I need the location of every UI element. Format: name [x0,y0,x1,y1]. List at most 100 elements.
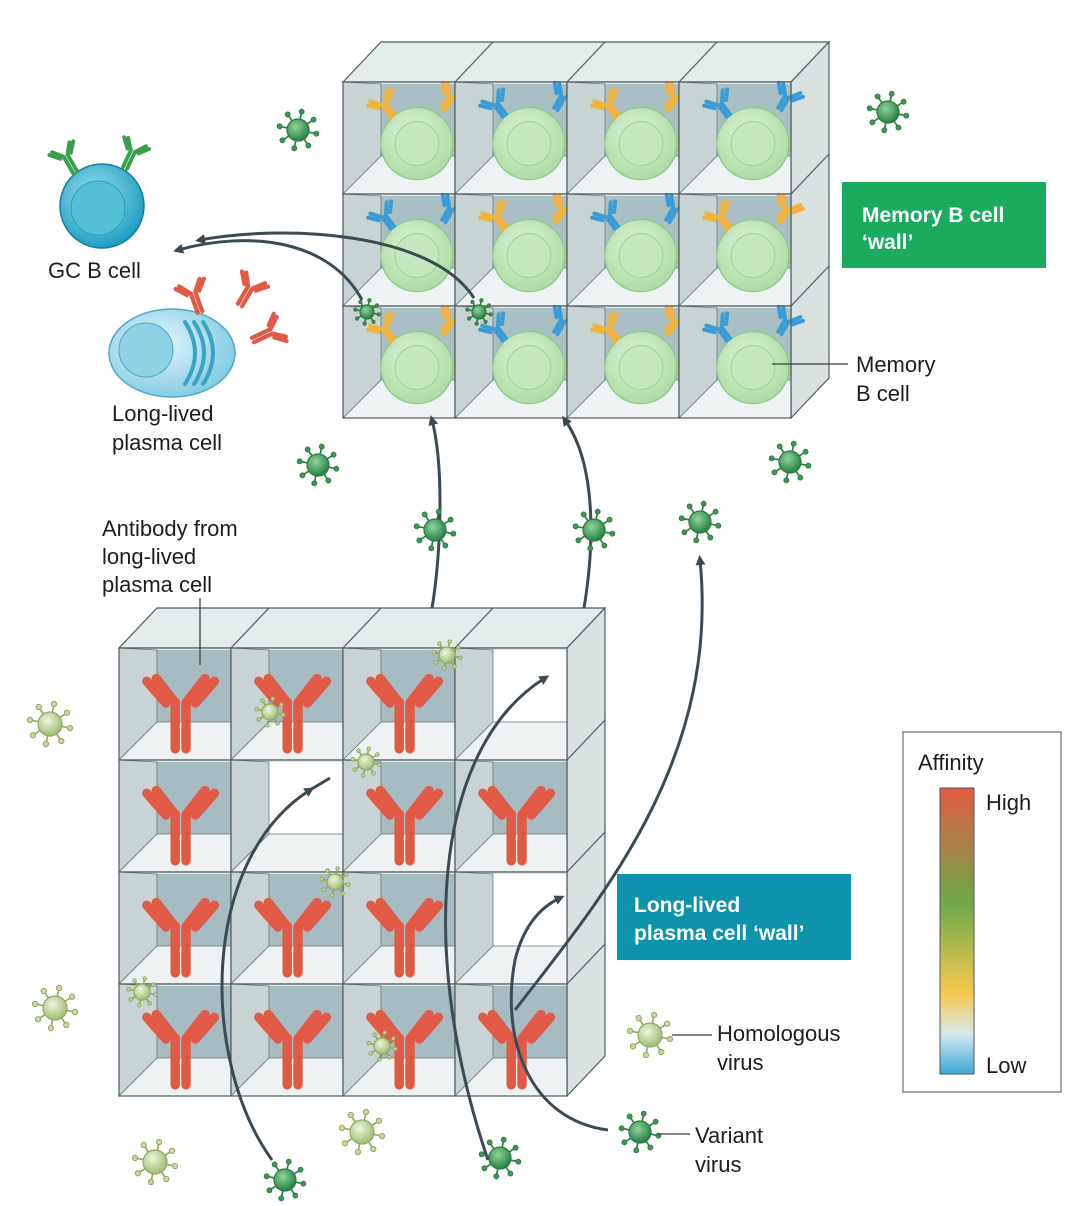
plasma-cell-label-2: plasma cell [112,430,222,455]
secreted-antibody [249,311,289,345]
bcr-receptor [478,87,508,119]
homologous-virus [126,976,158,1008]
plasma-cell-slot [230,759,344,873]
plasma-cell-label-1: Long-lived [112,401,214,426]
bcr-receptor [702,87,732,119]
gc-b-cell-label: GC B cell [48,258,141,283]
plasma-cell-slot [454,871,568,985]
memory-cell-slot [454,80,581,195]
homologous-virus-label-1: Homologous [717,1021,841,1046]
secreted-antibody [235,269,271,309]
antibody [478,785,556,866]
plasma-cell-slot [118,759,232,873]
antibody [366,785,444,866]
memory-b-cell-label-2: B cell [856,381,910,406]
gc-b-cell [47,135,152,249]
variant-virus-label-1: Variant [695,1123,763,1148]
memory-cell-slot [566,192,693,307]
memory-cell-slot [342,192,469,307]
variant-virus [768,440,812,484]
antibody [366,897,444,978]
memory-cell-slot [454,304,581,419]
memory-b-cell-nucleus [618,121,664,167]
memory-b-cell-nucleus [730,345,776,391]
memory-cell-slot [342,80,469,195]
antibody [366,673,444,754]
plasma-cell-slot [342,759,456,873]
variant-virus [478,1136,522,1180]
plasma-cell-wall [117,606,607,1098]
variant-virus [572,508,616,552]
arrow [195,231,476,299]
antibody-from-label-2: long-lived [102,544,196,569]
plasma-wall-box: Long-lived plasma cell ‘wall’ [617,874,851,960]
memory-cell-slot [678,304,805,419]
antibody [366,1009,444,1090]
arrow [309,776,331,792]
memory-b-cell-nucleus [730,233,776,279]
plasma-cell-slot [230,983,344,1097]
variant-virus [353,298,381,326]
arrow [509,895,609,1132]
memory-b-cell-nucleus [506,233,552,279]
gc-bcr [121,135,152,171]
plasma-cell-slot [230,871,344,985]
memory-cell-slot [454,192,581,307]
plasma-cell-slot [118,983,232,1097]
plasma-cell-slot [118,871,232,985]
plasma-cell-slot [454,983,568,1097]
variant-virus [263,1158,307,1202]
homologous-virus [131,1138,179,1186]
bcr-receptor [776,80,805,112]
antibody [142,1009,220,1090]
memory-cell-slot [342,304,469,419]
plasma-cell-slot [342,647,456,761]
variant-virus [276,108,320,152]
memory-b-cell-nucleus [618,345,664,391]
plasma-wall-label-1: Long-lived [634,894,740,917]
legend-title: Affinity [918,750,984,775]
bcr-receptor [590,87,620,119]
homologous-virus-label-2: virus [717,1050,763,1075]
arrow [562,415,593,609]
memory-cell-slot [678,80,805,195]
bcr-receptor [702,311,732,343]
variant-virus [413,508,457,552]
antibody [478,1009,556,1090]
homologous-virus [350,746,382,778]
bcr-receptor [702,199,732,231]
variant-virus [465,298,493,326]
bcr-receptor [366,87,396,119]
memory-cell-slot [566,304,693,419]
plasma-cell-slot [342,871,456,985]
homologous-virus [626,1011,674,1059]
homologous-virus [319,866,351,898]
antibody [142,785,220,866]
affinity-legend: Affinity High Low [902,731,1062,1093]
memory-wall-label-2: ‘wall’ [862,231,913,254]
leader-lines [199,363,848,1135]
bcr-receptor [366,311,396,343]
variant-virus [618,1110,662,1154]
antibody-from-label-1: Antibody from [102,516,238,541]
homologous-virus [338,1108,386,1156]
homologous-virus [31,984,79,1032]
bcr-receptor [776,304,805,336]
memory-b-cell-nucleus [394,121,440,167]
legend-low: Low [986,1053,1026,1078]
free-cells [47,135,289,398]
memory-wall-box: Memory B cell ‘wall’ [842,182,1046,268]
plasma-cell-slot [454,759,568,873]
plasma-cell-slot [230,647,344,761]
plasma-cell [108,308,236,398]
memory-wall-label-1: Memory B cell [862,204,1004,227]
variant-virus [866,90,910,134]
variant-virus [296,443,340,487]
memory-b-cell-nucleus [618,233,664,279]
arrow [428,415,442,609]
bcr-receptor [478,199,508,231]
memory-cell-slot [678,192,805,307]
memory-b-cell-nucleus [506,121,552,167]
plasma-wall-label-2: plasma cell ‘wall’ [634,922,804,945]
